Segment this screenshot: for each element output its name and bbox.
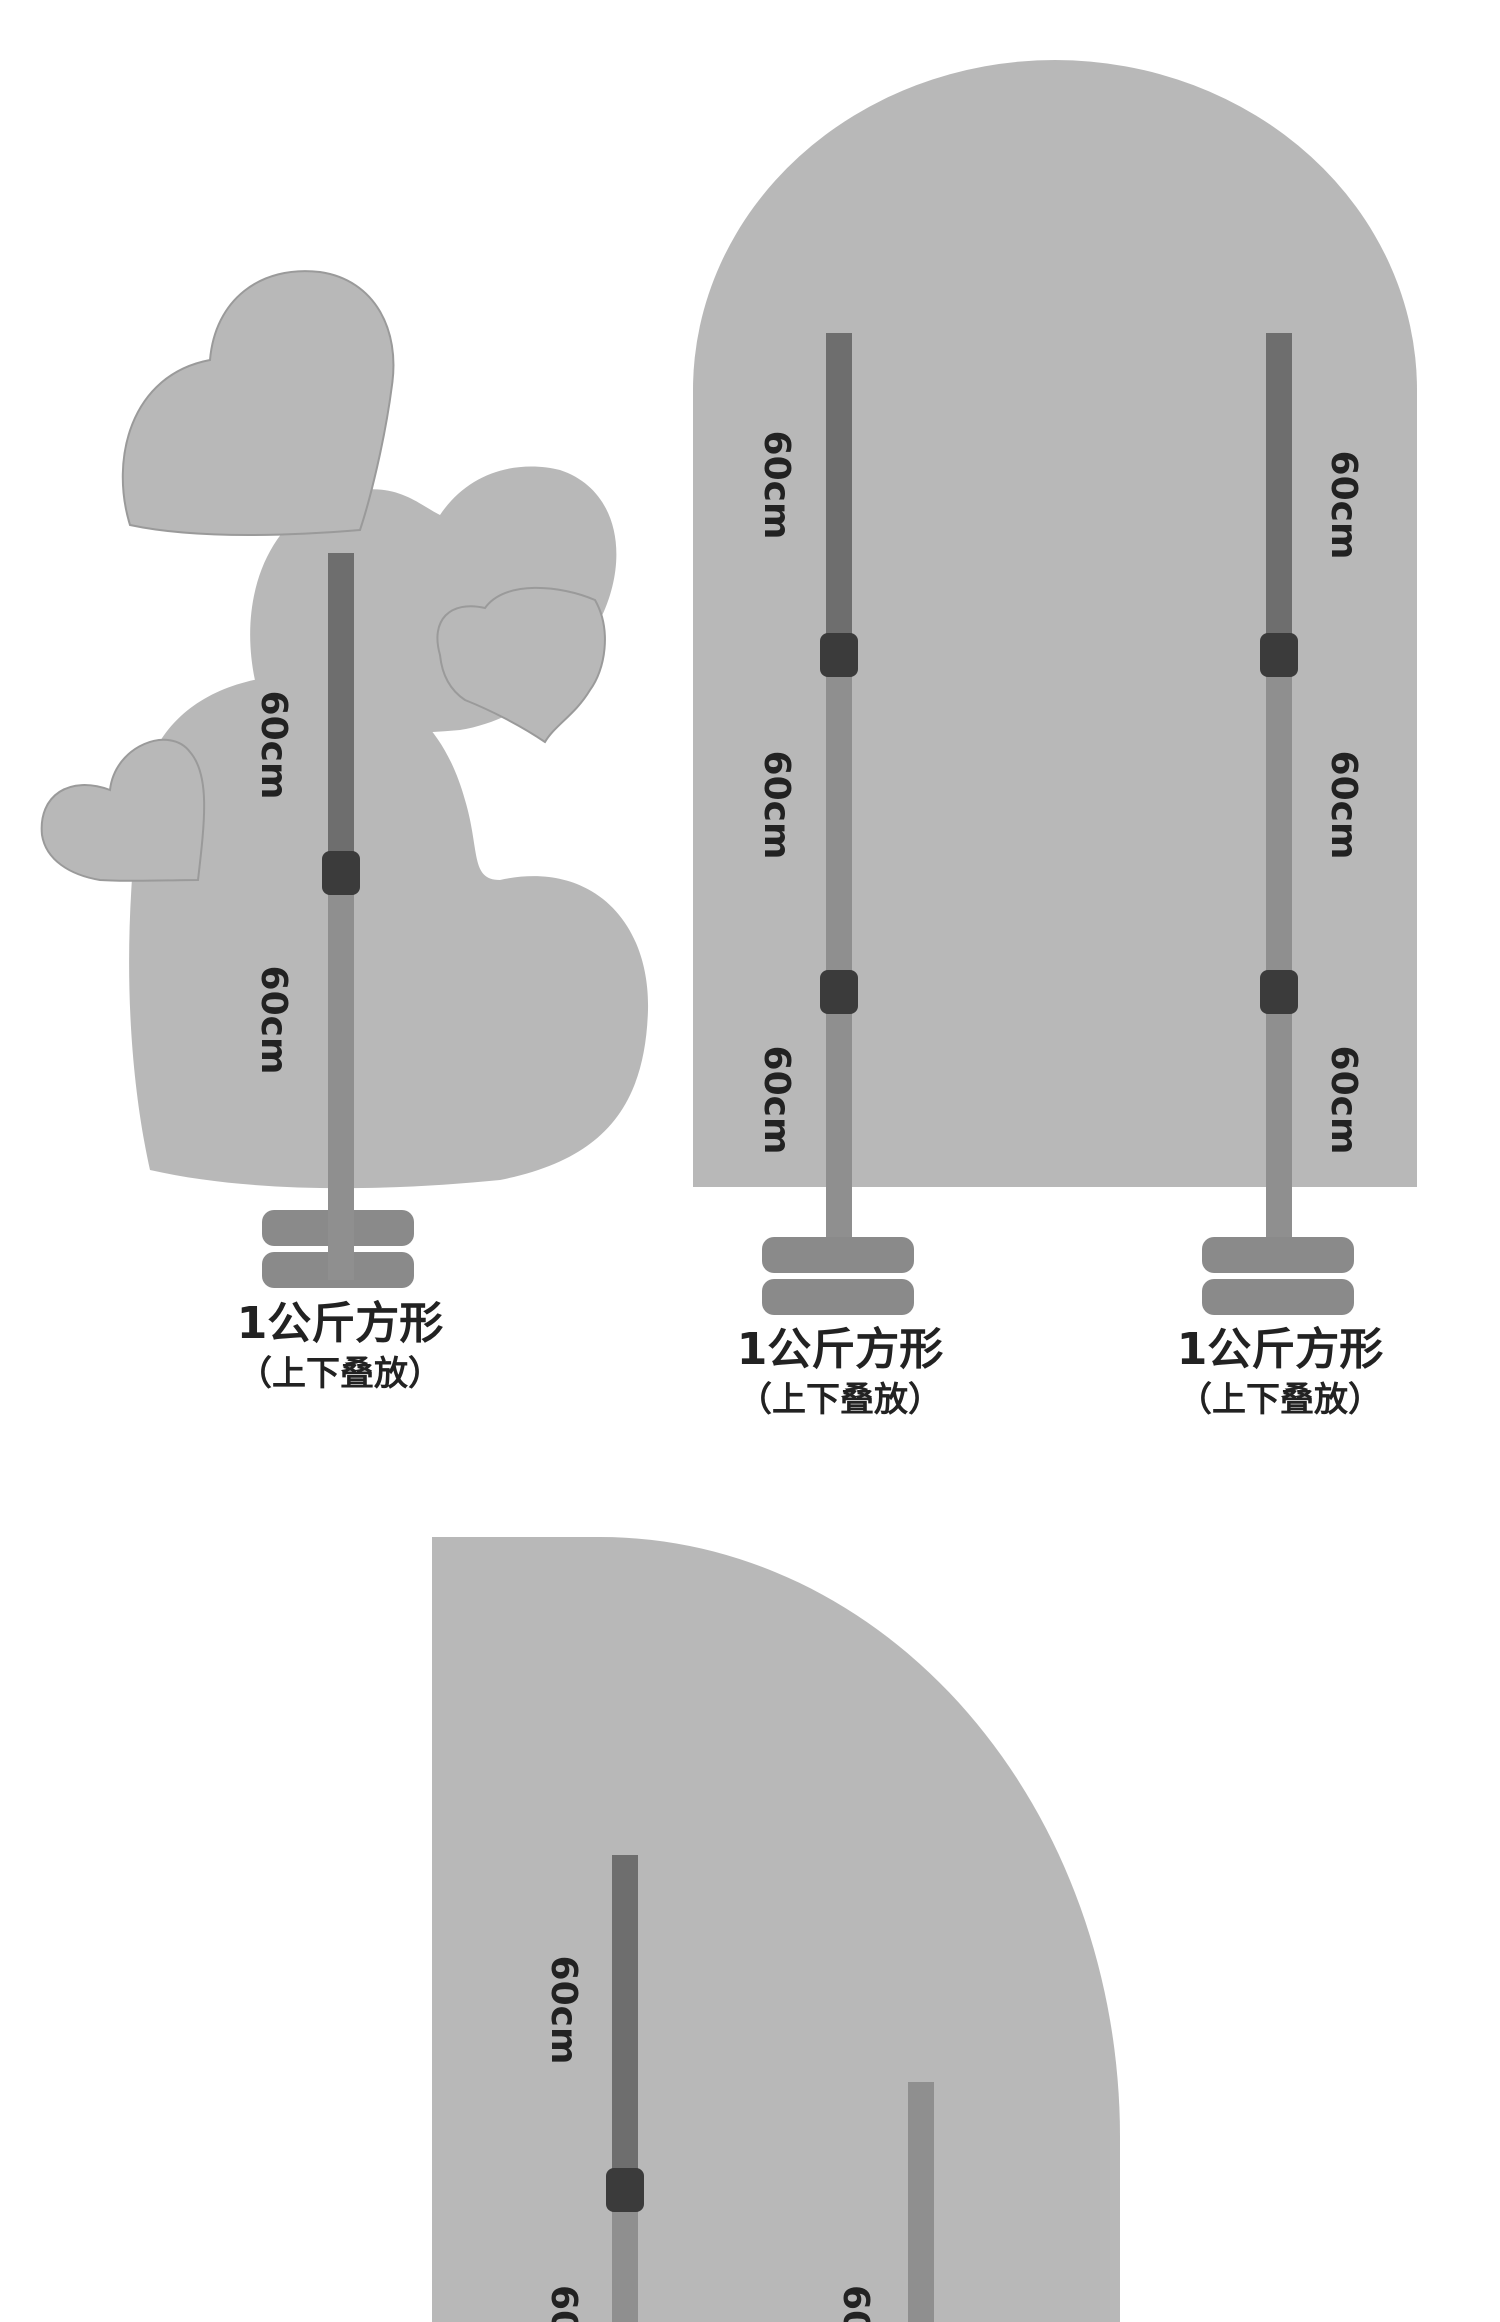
heart-panel-small-right: [436, 586, 606, 744]
quarter-arch-panel: [432, 1537, 1120, 2322]
arch-panel: [693, 60, 1417, 1187]
quarter-arch-segment-label-2: 60cm: [543, 2285, 584, 2322]
arch-right-pole-upper: [1266, 333, 1292, 655]
arch-right-base-bottom: [1202, 1279, 1354, 1315]
heart-stand: 60cm 60cm 1公斤方形 （上下叠放）: [40, 270, 649, 1394]
arch-left-pole-lower: [826, 655, 852, 1260]
heart-segment-label-2: 60cm: [253, 966, 294, 1075]
arch-left-base-sublabel: （上下叠放）: [738, 1380, 942, 1420]
arch-right-pole-joint-2: [1260, 970, 1298, 1014]
heart-panel-top: [121, 270, 395, 536]
quarter-arch-right-pole: [908, 2082, 934, 2322]
arch-left-base-label: 1公斤方形: [737, 1324, 944, 1375]
quarter-arch-left-pole-joint: [606, 2168, 644, 2212]
heart-segment-label-1: 60cm: [253, 691, 294, 800]
arch-right-segment-label-3: 60cm: [1323, 1046, 1364, 1155]
quarter-arch-segment-label-3: 60: [835, 2285, 876, 2322]
heart-pole-lower: [328, 873, 354, 1213]
heart-panel-small-left: [40, 738, 206, 882]
arch-left-base-top: [762, 1237, 914, 1273]
heart-pole-joint: [322, 851, 360, 895]
arch-right-base-sublabel: （上下叠放）: [1178, 1380, 1382, 1420]
quarter-arch-left-pole-upper: [612, 1855, 638, 2190]
arch-stand: 60cm 60cm 60cm 1公斤方形 （上下叠放） 60cm 60cm 60…: [693, 60, 1417, 1420]
arch-right-segment-label-1: 60cm: [1323, 451, 1364, 560]
heart-base-stem: [328, 1200, 354, 1280]
arch-right-segment-label-2: 60cm: [1323, 751, 1364, 860]
arch-left-pole-joint-2: [820, 970, 858, 1014]
arch-right-base-label: 1公斤方形: [1177, 1324, 1384, 1375]
arch-left-segment-label-1: 60cm: [756, 431, 797, 540]
heart-pole-upper: [328, 553, 354, 873]
arch-left-pole-upper: [826, 333, 852, 655]
quarter-arch-segment-label-1: 60cm: [543, 1956, 584, 2065]
arch-right-pole-lower: [1266, 655, 1292, 1260]
arch-left-pole-joint-1: [820, 633, 858, 677]
arch-left-base-bottom: [762, 1279, 914, 1315]
heart-panel-large: [129, 674, 649, 1189]
heart-base-label: 1公斤方形: [237, 1298, 444, 1349]
arch-left-segment-label-3: 60cm: [756, 1046, 797, 1155]
arch-left-segment-label-2: 60cm: [756, 751, 797, 860]
heart-base-sublabel: （上下叠放）: [238, 1354, 442, 1394]
arch-right-pole-joint-1: [1260, 633, 1298, 677]
arch-right-base-top: [1202, 1237, 1354, 1273]
quarter-arch-stand: 60cm 60cm 60: [432, 1537, 1120, 2322]
